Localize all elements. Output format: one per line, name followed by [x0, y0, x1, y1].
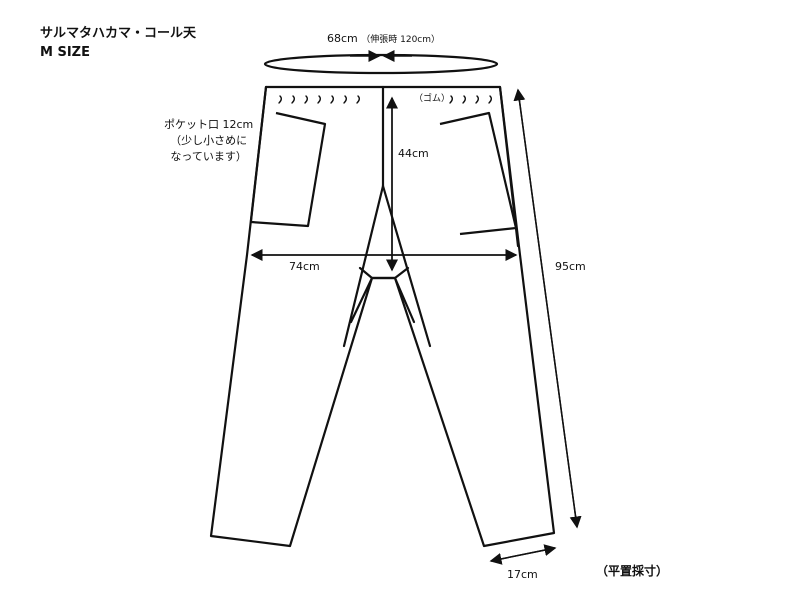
hem-measurement-label: 17cm	[507, 568, 538, 581]
waist-stretch-measurement: （伸張時 120cm）	[361, 35, 441, 45]
rise-measurement-label: 44cm	[398, 147, 429, 160]
elastic-label: （ゴム）	[414, 94, 451, 104]
pocket-note-line-2: なっています）	[170, 149, 247, 163]
length-measurement-label: 95cm	[555, 260, 586, 273]
pants-outline	[209, 85, 556, 548]
size-label: M SIZE	[40, 45, 90, 60]
pocket-measurement-note: ポケット口 12cm （少し小さめに なっています）	[164, 117, 253, 165]
pocket-measurement-label: ポケット口 12cm	[164, 118, 254, 131]
measurement-arrows	[250, 88, 582, 565]
pocket-note-line-1: （少し小さめに	[170, 133, 248, 147]
waist-measurement-label: 68cm （伸張時 120cm）	[327, 32, 440, 46]
pockets	[250, 111, 518, 236]
waist-measurement: 68cm	[327, 32, 358, 45]
page-title: サルマタハカマ・コール天	[40, 26, 197, 41]
elastic-marks	[278, 95, 492, 104]
width-measurement-label: 74cm	[289, 260, 320, 273]
waist-ellipse	[263, 50, 499, 75]
flat-measurement-note: （平置採寸）	[596, 564, 669, 578]
